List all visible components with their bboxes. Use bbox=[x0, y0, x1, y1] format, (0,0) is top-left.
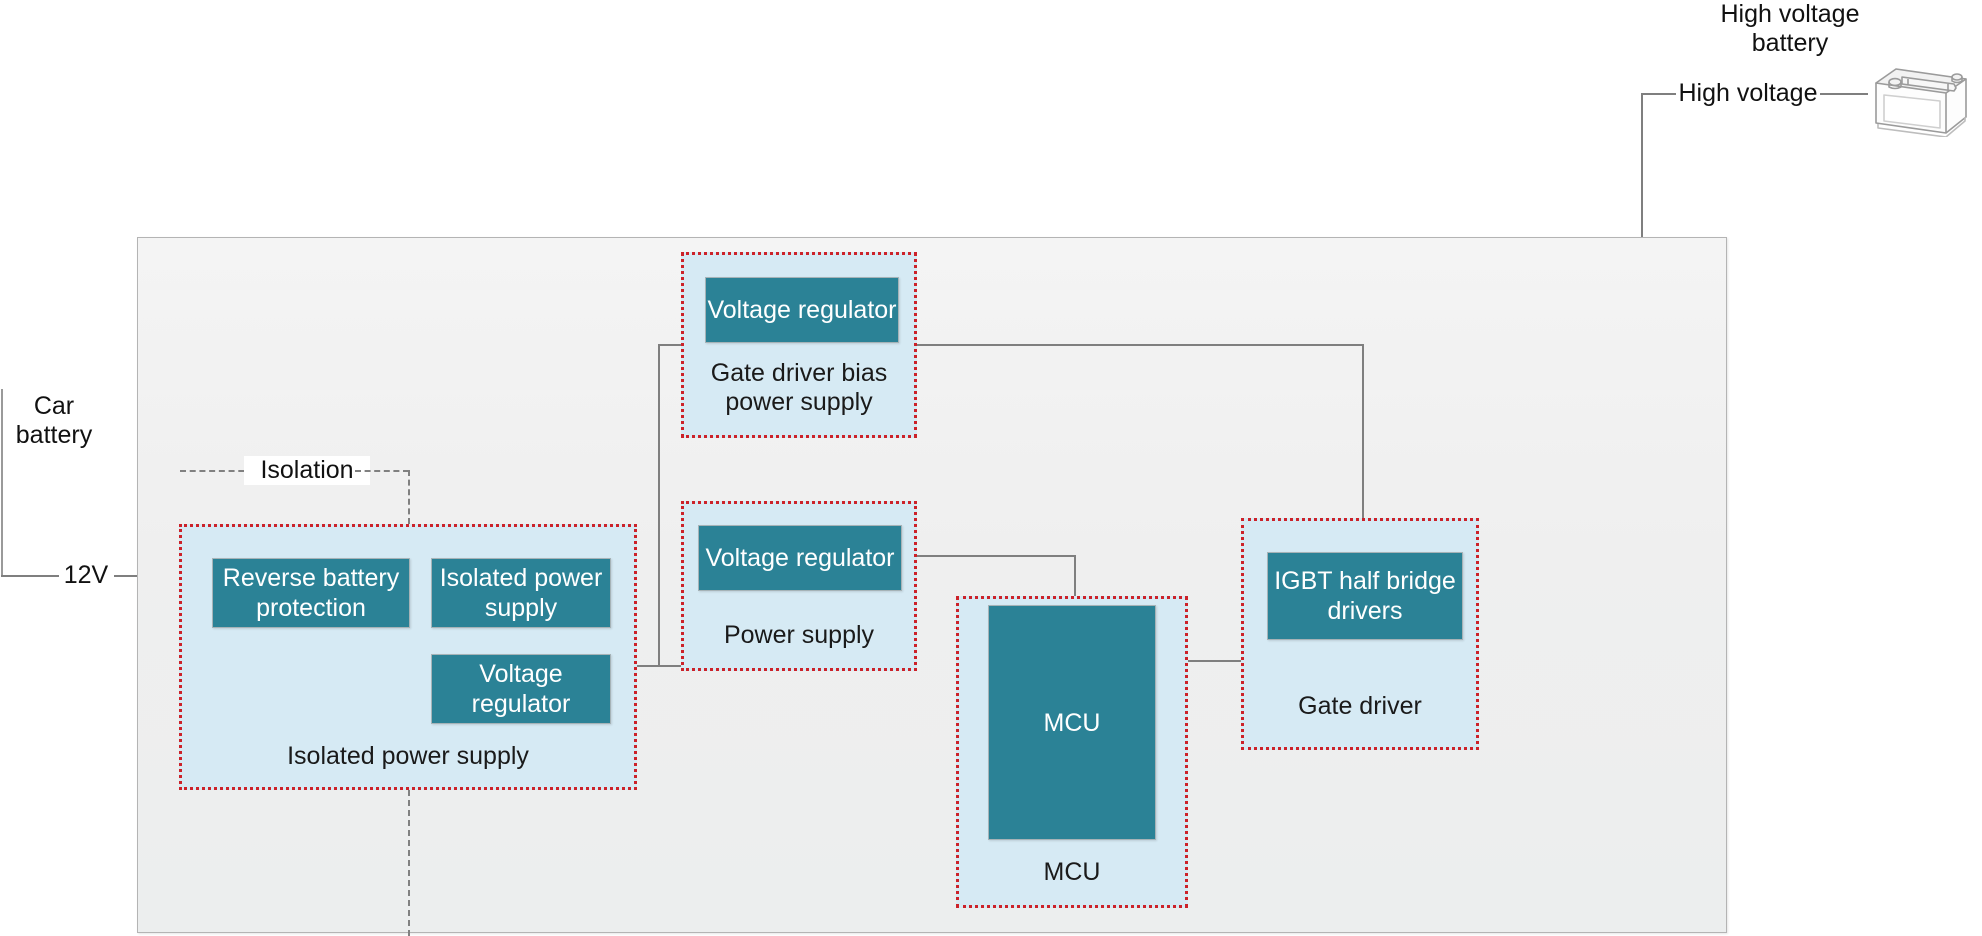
group-caption-isolated-power-supply: Isolated power supply bbox=[287, 742, 529, 770]
block-voltage-regulator-bias[interactable]: Voltage regulator bbox=[705, 277, 899, 343]
wire-power-supply-to-mcu bbox=[916, 555, 1076, 557]
block-reverse-battery-protection[interactable]: Reverse battery protection bbox=[212, 558, 410, 628]
block-igbt-half-bridge-drivers[interactable]: IGBT half bridge drivers bbox=[1267, 552, 1463, 640]
block-voltage-regulator-power-supply[interactable]: Voltage regulator bbox=[698, 525, 902, 591]
car-battery-icon bbox=[1875, 68, 1967, 137]
block-isolated-power-supply[interactable]: Isolated power supply bbox=[431, 558, 611, 628]
group-caption-power-supply: Power supply bbox=[723, 621, 875, 649]
hv-battery-label: High voltage battery bbox=[1720, 0, 1860, 57]
group-caption-gate-driver-bias-power-supply: Gate driver bias power supply bbox=[710, 359, 888, 416]
isolation-label: Isolation bbox=[244, 456, 370, 485]
car-battery-outline bbox=[1, 389, 3, 577]
isolation-line-right bbox=[355, 470, 409, 472]
wire-isolated-supply-to-trunk bbox=[636, 665, 696, 667]
wire-trunk-to-bias-supply bbox=[658, 344, 682, 346]
wire-gate-driver-drop bbox=[1362, 344, 1364, 608]
wire-trunk-vertical bbox=[658, 344, 660, 667]
wire-power-supply-drop-to-mcu bbox=[1074, 555, 1076, 599]
group-caption-gate-driver: Gate driver bbox=[1298, 692, 1422, 720]
wire-bias-supply-to-gate-driver bbox=[916, 344, 1364, 346]
isolation-line-down-upper bbox=[408, 470, 410, 524]
wire-mcu-to-gate-driver bbox=[1188, 660, 1266, 662]
wire-car-battery-to-12v bbox=[1, 575, 59, 577]
supply-rail-label: 12V bbox=[63, 561, 109, 589]
wire-hv-left-stub bbox=[1641, 93, 1676, 95]
block-voltage-regulator-isolated-supply[interactable]: Voltage regulator bbox=[431, 654, 611, 724]
isolation-line-down-lower bbox=[408, 790, 410, 936]
car-battery-label: Car battery bbox=[15, 392, 93, 449]
high-voltage-label: High voltage bbox=[1678, 79, 1818, 107]
block-mcu[interactable]: MCU bbox=[988, 605, 1156, 840]
wire-hv-to-battery bbox=[1820, 93, 1868, 95]
isolation-line-left bbox=[180, 470, 254, 472]
group-caption-mcu: MCU bbox=[1043, 858, 1101, 886]
